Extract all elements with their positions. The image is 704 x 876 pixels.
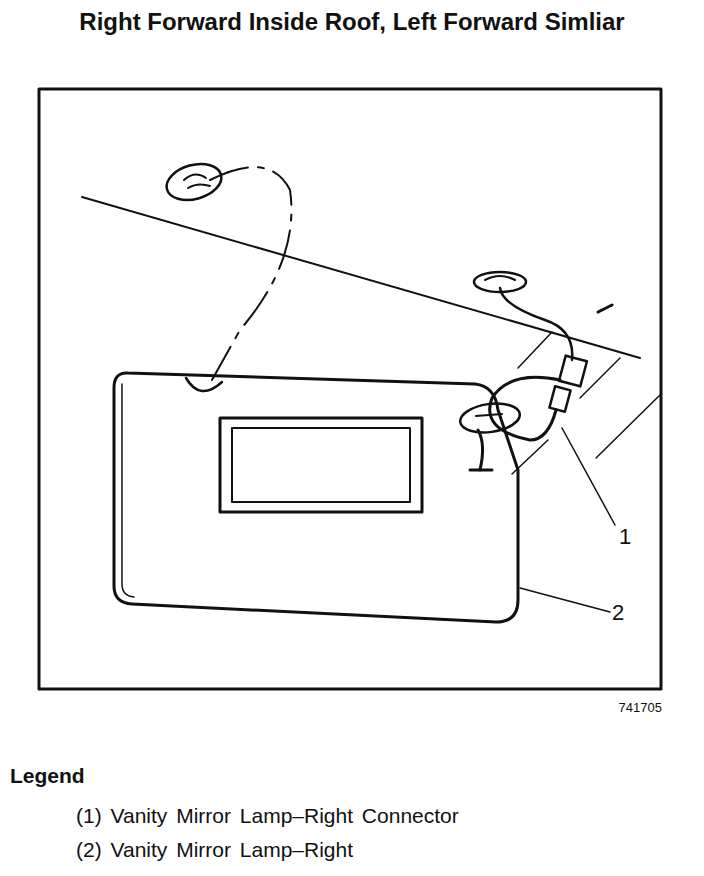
motion-mark [598, 305, 612, 312]
opening-detail [485, 276, 515, 280]
pivot-rod [470, 469, 492, 472]
roof-line [82, 197, 640, 358]
legend-entry: (1) Vanity Mirror Lamp–Right Connector [76, 804, 459, 828]
motion-mark [596, 395, 660, 458]
install-path [210, 167, 291, 380]
clip-detail [184, 174, 210, 188]
callout-number: 2 [612, 600, 624, 626]
visor-edge [122, 384, 134, 597]
lamp-wire [490, 377, 560, 440]
motion-mark [518, 332, 552, 368]
figure-number: 741705 [619, 700, 662, 715]
retainer-clip [163, 158, 226, 205]
leader-line [520, 588, 610, 612]
callout-number: 1 [619, 524, 631, 550]
connector [559, 356, 587, 387]
motion-mark [512, 440, 548, 474]
mirror-glass [232, 428, 410, 502]
pivot-rod [478, 430, 483, 470]
frame [39, 89, 661, 689]
motion-mark [580, 358, 620, 398]
mirror [220, 418, 422, 512]
page-title: Right Forward Inside Roof, Left Forward … [72, 6, 632, 38]
leader-line [562, 428, 615, 525]
sun-visor [114, 373, 518, 622]
visor-notch [186, 378, 222, 391]
legend-heading: Legend [10, 764, 85, 788]
connector [549, 386, 570, 411]
legend-entry: (2) Vanity Mirror Lamp–Right [76, 838, 353, 862]
